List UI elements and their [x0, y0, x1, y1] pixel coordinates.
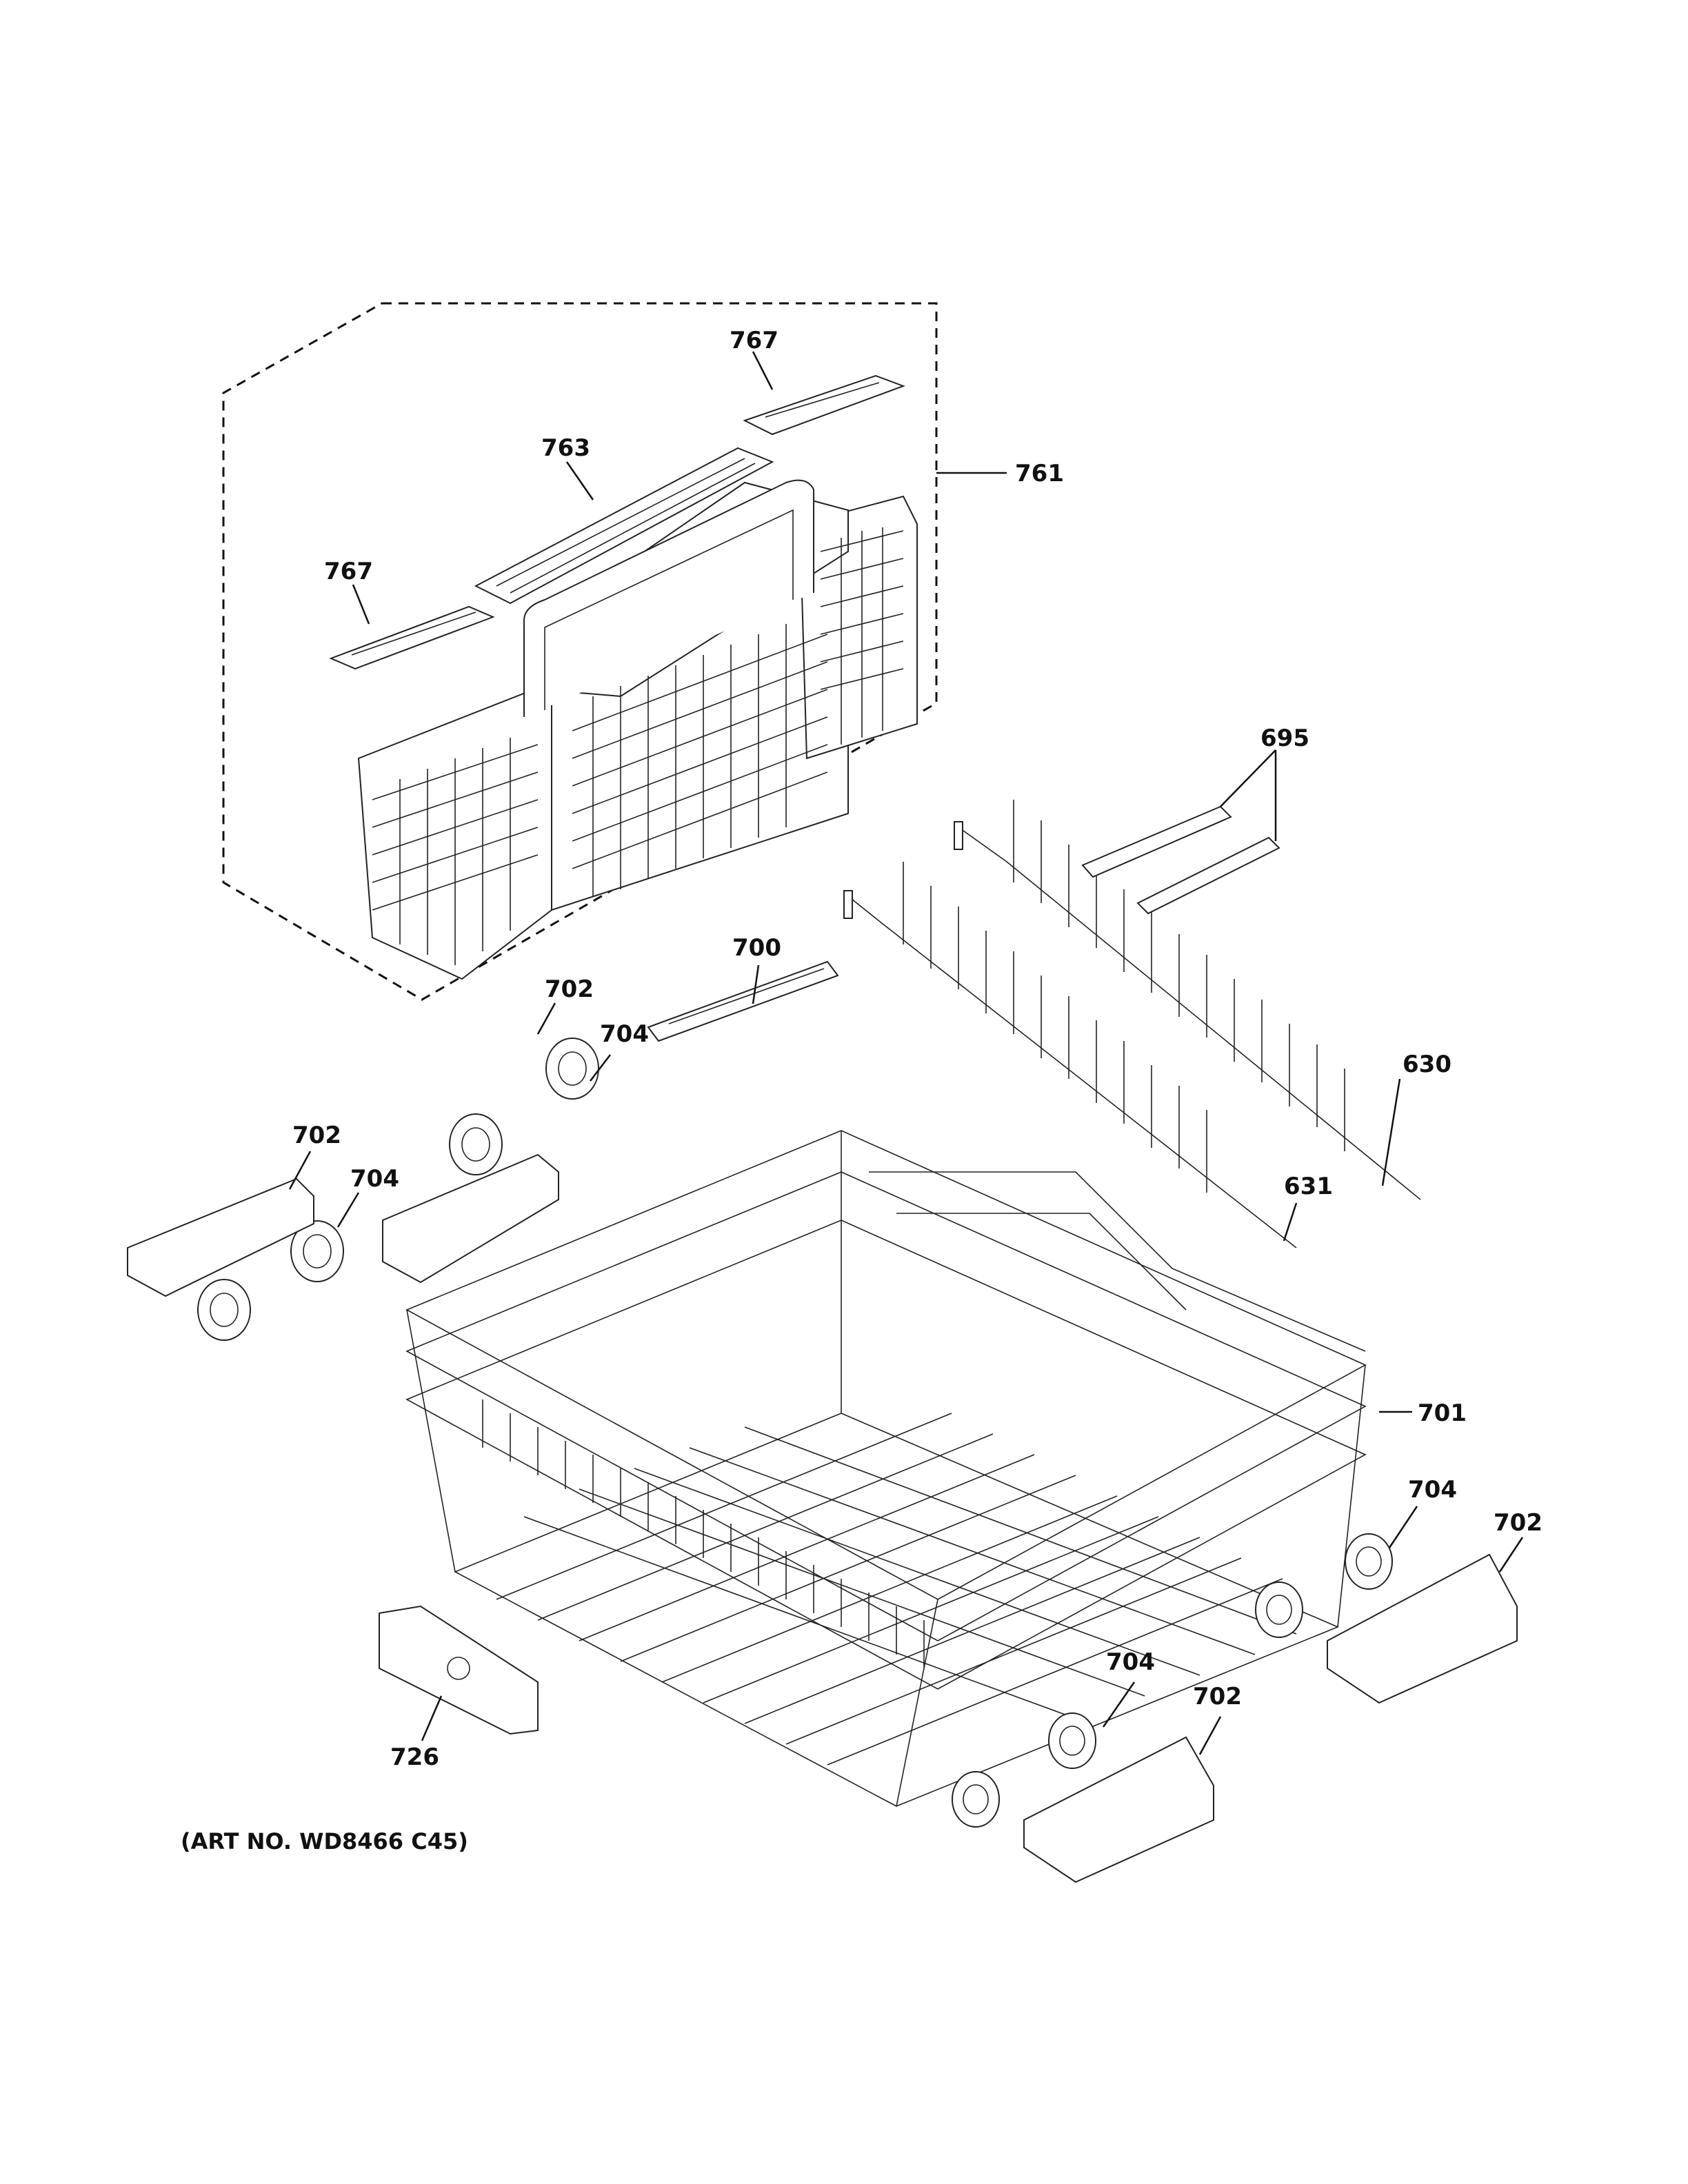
- callout-701: 701: [1418, 1399, 1467, 1427]
- wheel-704-c2: [1255, 1581, 1303, 1638]
- leader-695-a: [1220, 749, 1276, 807]
- rack-adjuster: [647, 960, 839, 1042]
- callout-702-b: 702: [292, 1122, 341, 1149]
- rack-wheels: [197, 1038, 1393, 1828]
- callout-700: 700: [732, 934, 781, 962]
- callout-704-b: 704: [350, 1165, 399, 1193]
- leader-702-a: [536, 1002, 556, 1035]
- leader-704-c: [1388, 1506, 1418, 1548]
- callout-704-c: 704: [1408, 1476, 1457, 1504]
- wheel-704-d: [1048, 1712, 1096, 1769]
- callout-767-left: 767: [324, 558, 373, 585]
- carrier-702-b: [127, 1177, 314, 1297]
- callout-695: 695: [1260, 725, 1309, 752]
- basket-lid-left: [329, 605, 495, 670]
- callout-702-c: 702: [1494, 1509, 1543, 1537]
- wheel-704-b: [290, 1220, 344, 1282]
- tine-rows: [843, 800, 1421, 1248]
- wheel-carriers: [127, 1153, 1518, 1883]
- callout-630: 630: [1403, 1051, 1451, 1078]
- leader-700: [752, 964, 760, 1004]
- carrier-702-c: [1327, 1553, 1518, 1704]
- basket-group-boundary: [222, 302, 938, 1001]
- leader-631: [1283, 1202, 1298, 1242]
- leader-704-a: [590, 1054, 611, 1082]
- tine-row-630-end-cap: [954, 821, 963, 850]
- silverware-basket-assembly: [222, 302, 938, 1001]
- callout-704-d: 704: [1106, 1648, 1155, 1676]
- leader-763: [565, 461, 594, 501]
- carrier-702-a: [382, 1153, 559, 1284]
- art-number: (ART NO. WD8466 C45): [181, 1828, 468, 1854]
- leader-767-left: [352, 584, 370, 625]
- leader-767-top: [752, 351, 774, 390]
- tine-row-631-end-cap: [843, 890, 853, 919]
- leader-726: [421, 1695, 443, 1741]
- callout-767-top: 767: [730, 327, 778, 354]
- leader-704-d: [1102, 1681, 1136, 1728]
- leader-702-c: [1498, 1537, 1524, 1573]
- leader-702-b: [288, 1151, 312, 1190]
- leader-lines: [288, 351, 1524, 1755]
- tine-clips: [1081, 805, 1280, 915]
- leader-702-d: [1198, 1716, 1222, 1755]
- callout-761: 761: [1015, 460, 1064, 487]
- carrier-702-d: [1023, 1736, 1214, 1883]
- callout-702-a: 702: [545, 975, 594, 1003]
- wheel-704-d2: [952, 1771, 1000, 1828]
- lower-rack: [405, 1130, 1367, 1807]
- basket-lid-right: [743, 374, 905, 436]
- wheel-704-b2: [197, 1279, 251, 1341]
- wheel-704-a2: [449, 1113, 503, 1175]
- wheel-704-a: [545, 1038, 599, 1100]
- callout-763: 763: [541, 434, 590, 462]
- leader-704-b: [336, 1192, 360, 1228]
- callout-726: 726: [390, 1743, 439, 1771]
- handle-cover: [379, 1605, 539, 1735]
- wheel-704-c: [1345, 1533, 1393, 1590]
- callout-702-d: 702: [1193, 1683, 1242, 1710]
- callout-631: 631: [1284, 1173, 1333, 1200]
- callout-labels: 767 763 761 767 695 700 702 704 702 704 …: [292, 327, 1543, 1771]
- leader-630: [1381, 1078, 1401, 1186]
- callout-704-a: 704: [600, 1020, 649, 1048]
- silverware-basket: [357, 479, 918, 980]
- basket-lid-center: [474, 447, 774, 605]
